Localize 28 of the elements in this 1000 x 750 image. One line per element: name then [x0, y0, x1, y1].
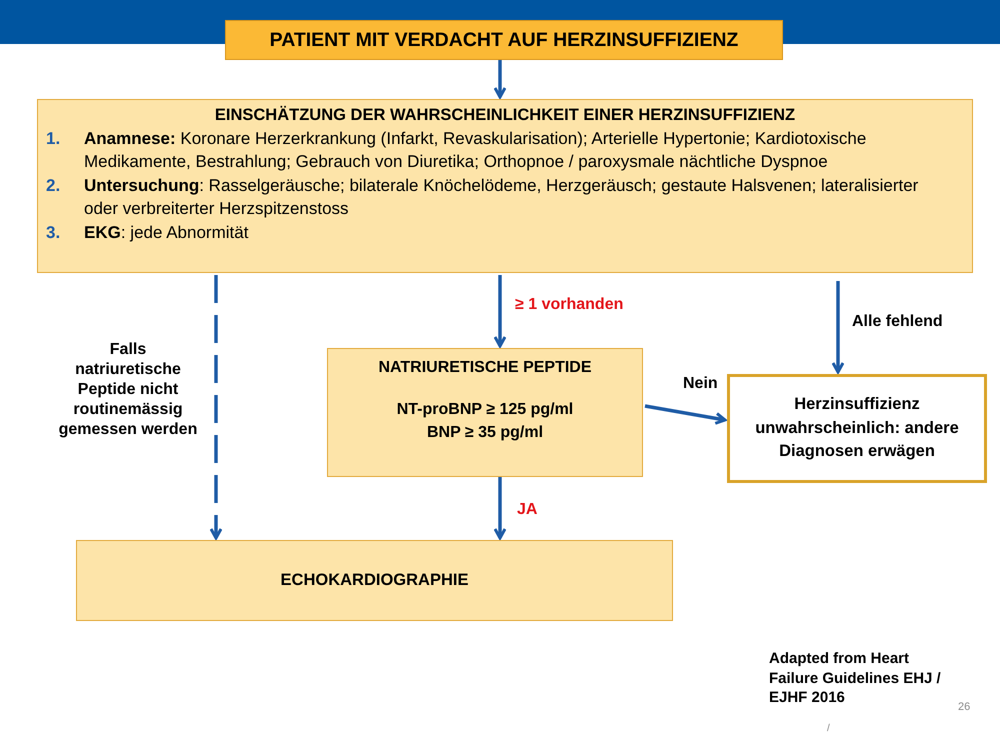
- arrow: [644, 404, 726, 425]
- process-box: [76, 540, 673, 621]
- source-note: Adapted from Heart Failure Guidelines EHJ / EJHF 2016: [769, 649, 942, 708]
- threshold-text: BNP ≥ 35 pg/ml: [426, 422, 544, 443]
- box-text: ECHOKARDIOGRAPHIE: [280, 570, 468, 591]
- box-text: Herzinsuffizienz unwahrscheinlich: andere Diagnosen erwägen: [754, 394, 960, 462]
- list-number: 3.: [46, 222, 62, 244]
- list-item-text: Untersuchung: Rasselgeräusche; bilaterale Knöchelödeme, Herzgeräusch; gestaute Halsvenen; lateralisierter oder verbreiterter Herzspitzenstoss: [84, 174, 920, 220]
- heading: NATRIURETISCHE PEPTIDE: [378, 358, 592, 378]
- threshold-text: NT-proBNP ≥ 125 pg/ml: [396, 400, 574, 420]
- footer-mark: /: [827, 722, 830, 735]
- edge-label: Falls natriuretische Peptide nicht routinemässig gemessen werden: [58, 340, 198, 440]
- list-item-text: Anamnese: Koronare Herzerkrankung (Infarkt, Revaskularisation); Arterielle Hypertonie; Kardiotoxische Medikamente, Bestrahlung; Gebrauch von Diuretika; Orthopnoe / paroxysmale nächtliche Dyspnoe: [84, 128, 868, 174]
- list-number: 1.: [46, 128, 62, 150]
- list-number: 2.: [46, 174, 62, 197]
- heading: PATIENT MIT VERDACHT AUF HERZINSUFFIZIENZ: [270, 28, 738, 52]
- assessment-box: [37, 99, 973, 273]
- arrow: [494, 60, 506, 98]
- start-box: [225, 20, 783, 60]
- arrow: [832, 281, 844, 374]
- list-item-text: EKG: jede Abnormität: [84, 222, 250, 244]
- process-box: [327, 348, 643, 477]
- arrow: [494, 275, 506, 348]
- dashed-arrow: [210, 275, 222, 540]
- result-box: [727, 374, 987, 483]
- page-number: 26: [958, 700, 970, 714]
- arrow: [494, 477, 506, 540]
- heading: EINSCHÄTZUNG DER WAHRSCHEINLICHKEIT EINER HERZINSUFFIZIENZ: [214, 106, 796, 125]
